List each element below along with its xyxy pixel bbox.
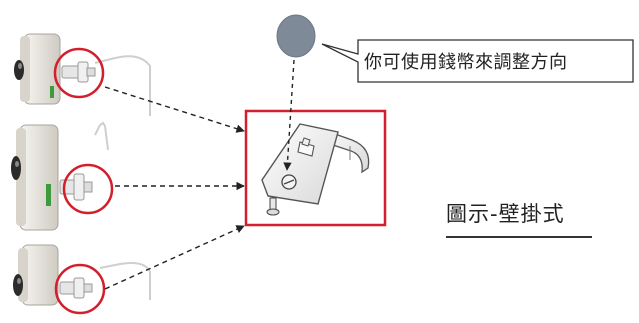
camera-1 [14, 33, 151, 116]
camera-1-status-led [50, 86, 54, 98]
camera-2 [11, 121, 114, 231]
callout-bubble [321, 39, 634, 83]
arrow-camera-1 [104, 86, 245, 133]
arrow-camera-3 [104, 225, 245, 290]
coin-arrow [283, 59, 295, 171]
wall-bracket-illustration [261, 123, 370, 216]
camera-1-highlight [53, 47, 105, 99]
camera-2-highlight [62, 163, 114, 215]
camera-2-lens [11, 156, 21, 180]
camera-3 [13, 244, 151, 315]
figure-caption: 圖示-壁掛式 [446, 202, 565, 226]
camera-3-lens [13, 274, 23, 296]
camera-1-lens [14, 60, 24, 80]
camera-2-status-led [46, 184, 51, 206]
camera-3-mount [59, 277, 93, 299]
callout-text: 你可使用錢幣來調整方向 [364, 52, 568, 73]
camera-3-highlight [54, 263, 106, 315]
coin-icon [276, 14, 316, 58]
camera-1-mount [61, 61, 96, 83]
caption-underline [446, 236, 592, 238]
